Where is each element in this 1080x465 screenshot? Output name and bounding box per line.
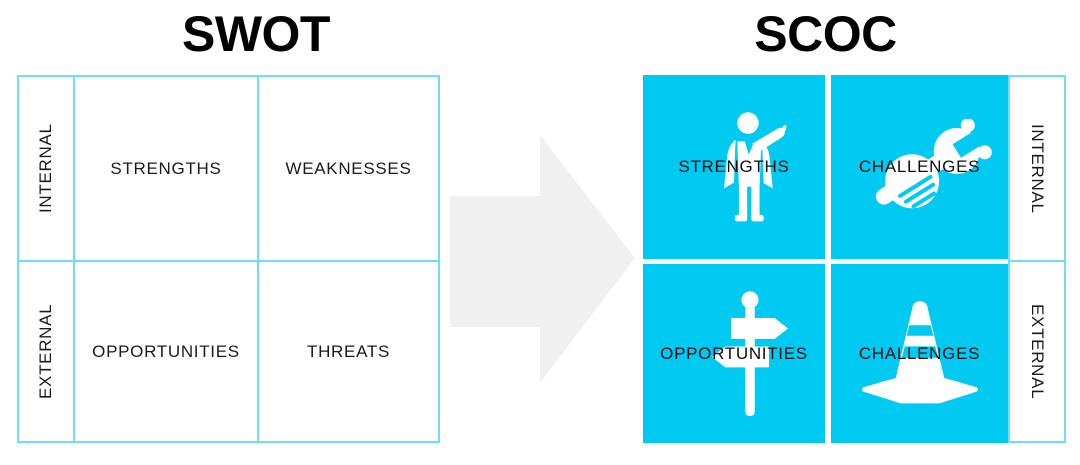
swot-cell-strengths: STRENGTHS (75, 77, 257, 260)
right-arrow-icon (450, 135, 635, 383)
scoc-row-label-column: INTERNAL EXTERNAL (1008, 75, 1066, 443)
swot-row-label-external: EXTERNAL (19, 262, 73, 441)
swot-matrix: INTERNAL STRENGTHS WEAKNESSES EXTERNAL O… (17, 75, 440, 443)
signpost-icon (703, 288, 798, 423)
swot-cell-threats: THREATS (259, 262, 438, 441)
scoc-cell-label: STRENGTHS (678, 157, 790, 176)
swot-title: SWOT (182, 6, 330, 62)
scoc-title: SCOC (754, 6, 897, 62)
scoc-cell-challenges-external: CHALLENGES (831, 264, 1008, 443)
wrench-hand-icon (858, 119, 998, 219)
scoc-matrix: STRENGTHS CH (643, 75, 1066, 443)
scoc-cell-challenges-internal: CHALLENGES (831, 75, 1008, 259)
scoc-cell-opportunities: OPPORTUNITIES (643, 264, 825, 443)
traffic-cone-icon (850, 296, 990, 411)
scoc-cell-label: CHALLENGES (858, 343, 981, 363)
swot-cell-weaknesses: WEAKNESSES (259, 77, 438, 260)
superhero-icon (706, 109, 790, 233)
scoc-row-label-internal: INTERNAL (1010, 77, 1064, 262)
swot-row-label-internal: INTERNAL (19, 77, 73, 260)
scoc-row-label-external: EXTERNAL (1028, 303, 1047, 400)
scoc-cell-label: OPPORTUNITIES (660, 343, 808, 363)
swot-cell-opportunities: OPPORTUNITIES (75, 262, 257, 441)
scoc-cell-label: CHALLENGES (858, 157, 981, 176)
scoc-cell-strengths: STRENGTHS (643, 75, 825, 259)
